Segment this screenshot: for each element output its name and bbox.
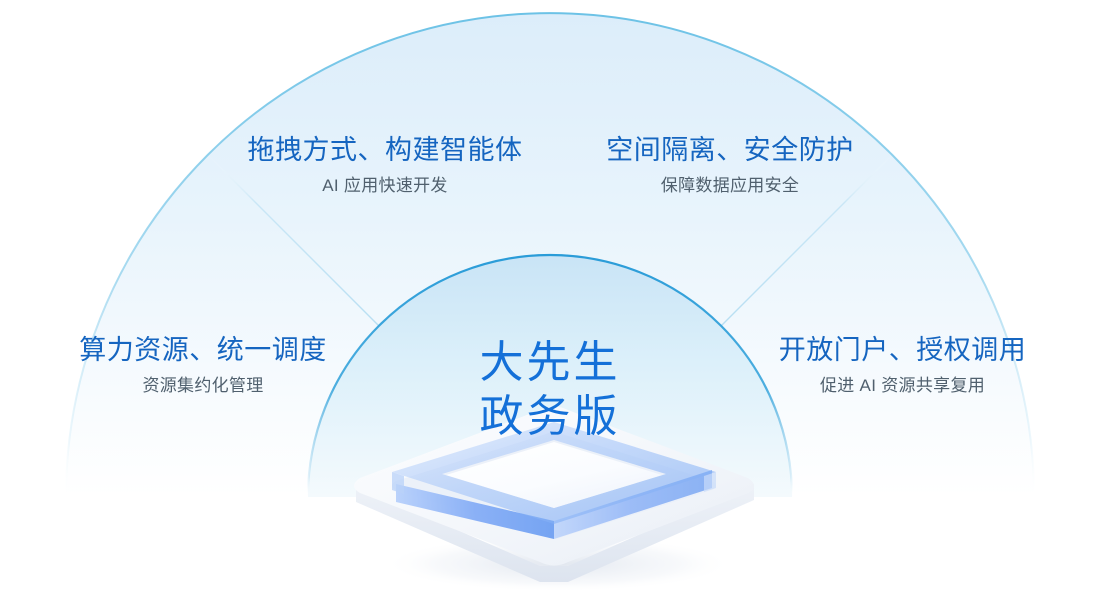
feature-title: 算力资源、统一调度: [79, 335, 327, 365]
feature-quadrant-left: 算力资源、统一调度 资源集约化管理: [78, 333, 328, 398]
feature-quadrant-top-left: 拖拽方式、构建智能体 AI 应用快速开发: [240, 133, 530, 198]
platform-post-right: [704, 472, 716, 492]
feature-quadrant-top-right: 空间隔离、安全防护 保障数据应用安全: [600, 133, 860, 198]
feature-subtitle: 促进 AI 资源共享复用: [819, 376, 986, 395]
platform-inner-panel: [446, 442, 662, 508]
platform-accent-face-right: [554, 470, 712, 539]
brand-line-1: 大先生: [479, 338, 621, 387]
platform-accent-face-left: [396, 484, 554, 539]
feature-title: 空间隔离、安全防护: [606, 135, 854, 165]
feature-title: 开放门户、授权调用: [778, 335, 1027, 365]
platform-outer-side: [356, 484, 754, 582]
brand-title: 大先生 政务版: [400, 336, 700, 444]
feature-quadrant-right: 开放门户、授权调用 促进 AI 资源共享复用: [775, 333, 1030, 398]
isometric-platform-base: [330, 398, 780, 591]
brand-line-2: 政务版: [479, 392, 621, 441]
feature-subtitle: AI 应用快速开发: [322, 176, 448, 195]
feature-title: 拖拽方式、构建智能体: [247, 135, 523, 165]
feature-subtitle: 资源集约化管理: [142, 376, 264, 395]
platform-post-left: [392, 472, 404, 494]
platform-graphic: [354, 406, 754, 591]
platform-accent-rim: [392, 422, 716, 524]
inner-semicircle: [308, 255, 792, 497]
feature-subtitle: 保障数据应用安全: [660, 176, 800, 195]
inner-semicircle-arc-stroke: [306, 253, 794, 497]
